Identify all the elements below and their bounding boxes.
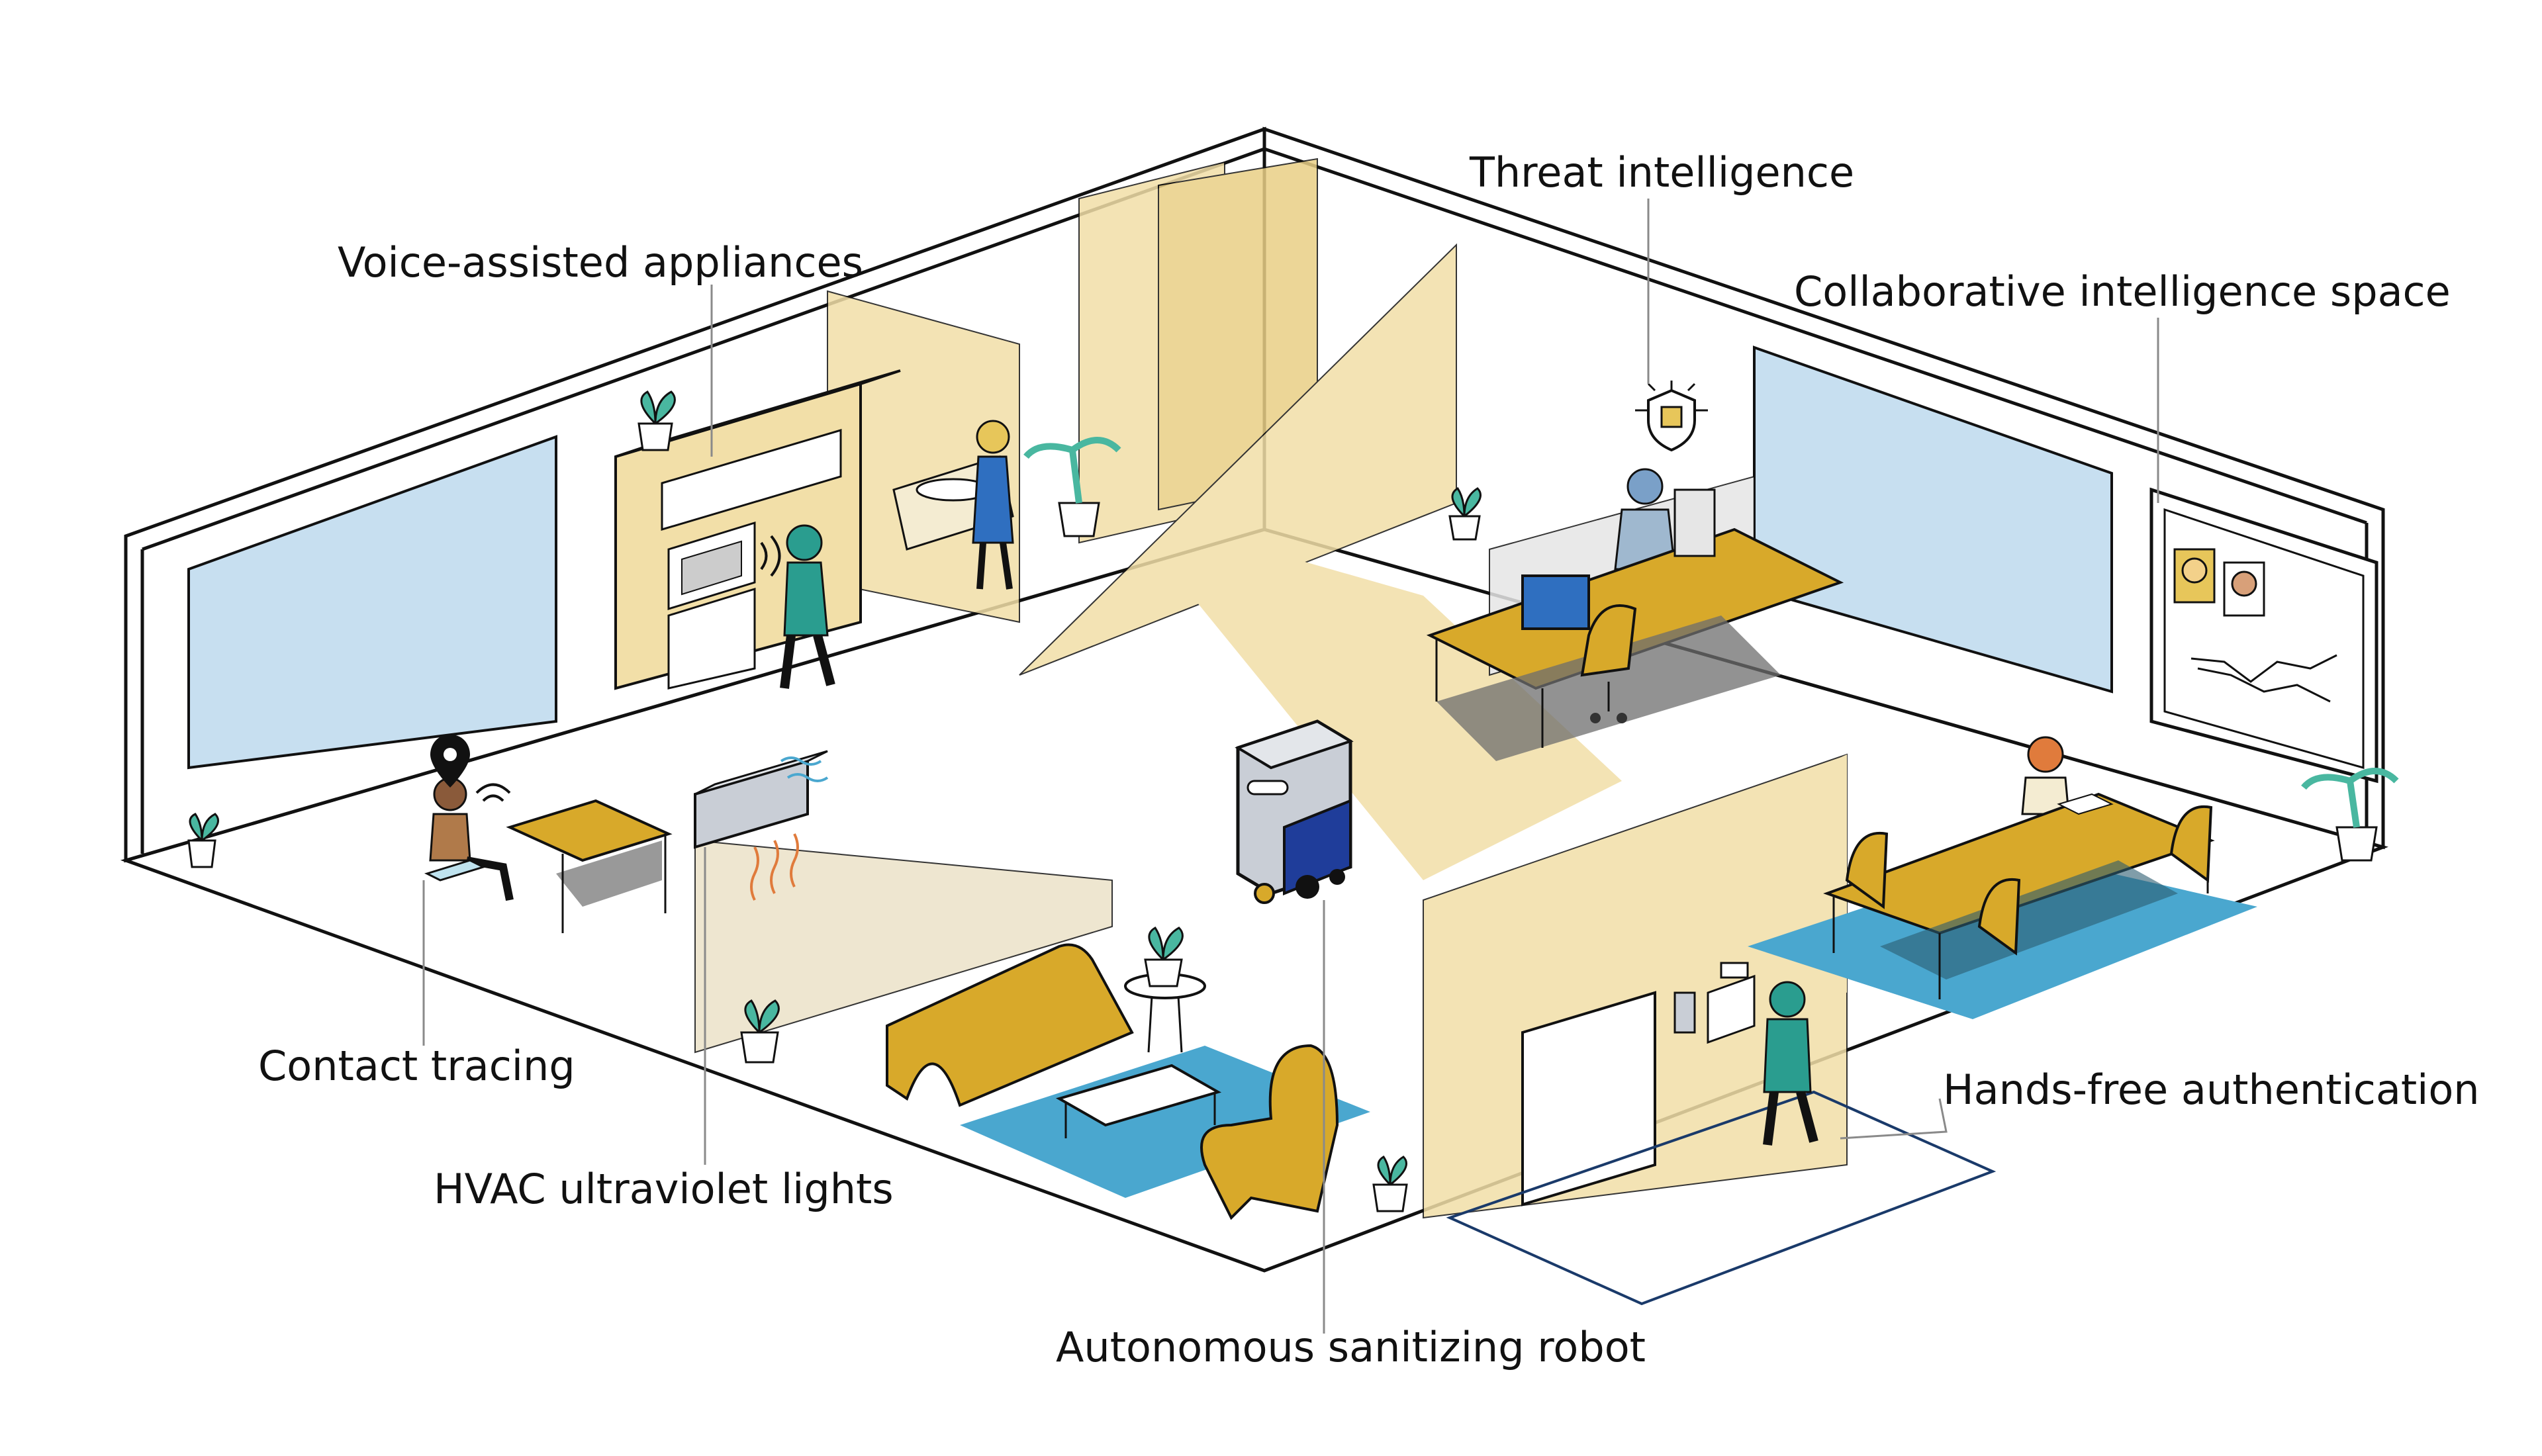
person-entering [1763, 981, 1818, 1146]
plant-icon [187, 813, 219, 868]
oven[interactable] [667, 587, 756, 690]
label-collaborative-intelligence-space: Collaborative intelligence space [1794, 267, 2451, 316]
sanitizing-robot [1235, 719, 1354, 904]
plant-icon [1372, 1155, 1408, 1212]
person-meeting [2021, 736, 2070, 815]
computer-monitor[interactable] [1521, 574, 1590, 630]
label-hvac-ultraviolet-lights: HVAC ultraviolet lights [434, 1165, 894, 1213]
whiteboard [2149, 487, 2378, 784]
plant-icon [1023, 437, 1121, 537]
authentication-panel[interactable] [1673, 962, 1756, 1044]
label-hands-free-authentication: Hands-free authentication [1943, 1066, 2480, 1114]
small-desk [424, 799, 673, 933]
heat-wave-icon [750, 833, 799, 901]
plant-icon [740, 999, 780, 1064]
lounge-rug [960, 1046, 1370, 1198]
doorway [1446, 991, 1997, 1306]
plant-icon [637, 390, 676, 451]
hvac-unit [694, 750, 829, 901]
office-chair [1580, 604, 1637, 723]
leader-lines [422, 199, 2159, 1334]
plant-icon [2301, 768, 2399, 862]
person-at-sink [972, 420, 1014, 590]
armchair [1200, 1044, 1339, 1220]
label-autonomous-sanitizing-robot: Autonomous sanitizing robot [1056, 1323, 1646, 1371]
label-voice-assisted-appliances: Voice-assisted appliances [338, 238, 863, 287]
wifi-signal-icon [760, 535, 781, 577]
label-contact-tracing: Contact tracing [258, 1042, 575, 1090]
label-threat-intelligence: Threat intelligence [1469, 148, 1854, 197]
coffee-table [1055, 1064, 1222, 1127]
entry-mat [1446, 1090, 1997, 1306]
person-walking-kitchen [780, 524, 835, 689]
plant-icon [1448, 486, 1482, 541]
heat-wave-icon [780, 756, 829, 782]
left-window [187, 435, 557, 770]
plant-icon [1144, 927, 1184, 987]
meeting-table [1748, 792, 2257, 1019]
shield-chip-icon [1635, 381, 1708, 452]
wifi-signal-icon [475, 783, 511, 802]
sofa [886, 943, 1134, 1107]
